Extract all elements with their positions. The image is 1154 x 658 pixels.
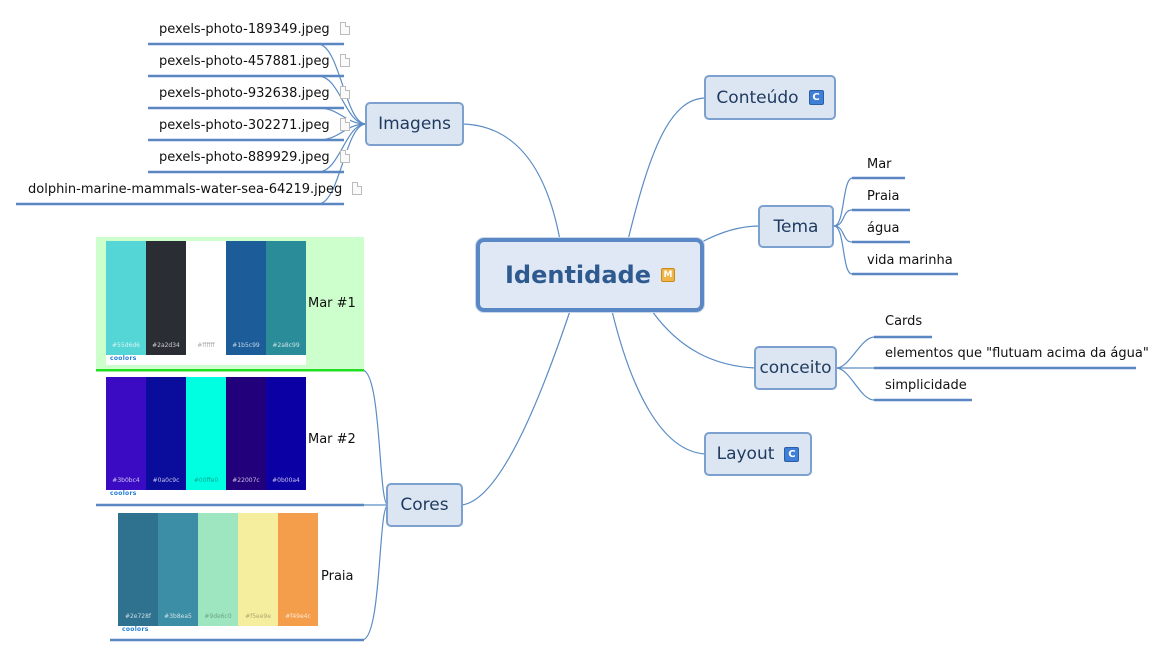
topic-cores-label: Cores <box>400 495 449 515</box>
palette-label: Mar #1 <box>308 296 356 311</box>
color-swatch: #9de6c0 <box>198 513 238 626</box>
color-swatch: #22007c <box>226 377 266 490</box>
tema-item-praia[interactable]: Praia <box>867 189 900 204</box>
file-name: pexels-photo-889929.jpeg <box>159 150 330 165</box>
central-topic-label: Identidade <box>504 261 651 289</box>
palette-label: Mar #2 <box>308 432 356 447</box>
topic-tema-label: Tema <box>773 216 819 237</box>
color-swatch: #2a2d34 <box>146 241 186 355</box>
color-swatch: #2a8c99 <box>266 241 306 355</box>
coolors-logo: coolors <box>110 490 137 497</box>
file-icon <box>339 150 350 163</box>
file-item[interactable]: dolphin-marine-mammals-water-sea-64219.j… <box>28 182 363 197</box>
tema-item-mar[interactable]: Mar <box>867 157 892 172</box>
link-layout <box>611 310 707 455</box>
conceito-item-cards[interactable]: Cards <box>885 314 923 329</box>
coolors-logo: coolors <box>122 626 149 633</box>
topic-conceito-label: conceito <box>759 358 832 378</box>
topic-conteudo-label: Conteúdo <box>716 87 799 108</box>
color-swatch: #55d6d6 <box>106 241 146 355</box>
file-name: pexels-photo-932638.jpeg <box>159 86 330 101</box>
file-name: pexels-photo-457881.jpeg <box>159 54 330 69</box>
link-cores <box>461 310 571 506</box>
color-swatch: #1b5c99 <box>226 241 266 355</box>
color-swatch: #0a0c9c <box>146 377 186 490</box>
topic-tema[interactable]: Tema <box>758 205 834 248</box>
marker-c-icon: C <box>784 446 800 462</box>
color-swatch: #ffffff <box>186 241 226 355</box>
palette-mar-1[interactable]: #55d6d6 #2a2d34 #ffffff #1b5c99 #2a8c99 … <box>96 237 364 369</box>
topic-imagens-label: Imagens <box>378 114 451 134</box>
file-icon <box>339 54 350 67</box>
topic-imagens[interactable]: Imagens <box>365 102 464 146</box>
conceito-item-elementos[interactable]: elementos que "flutuam acima da água" <box>885 346 1149 361</box>
palette-footer <box>118 626 318 636</box>
color-swatch: #f5ee9e <box>238 513 278 626</box>
link-imagens <box>461 123 561 241</box>
link-tema <box>699 225 761 244</box>
file-name: pexels-photo-189349.jpeg <box>159 22 330 37</box>
palette-footer <box>106 355 306 365</box>
palette-praia[interactable]: #2e728f #3b8ea5 #9de6c0 #f5ee9e #f49e4c … <box>110 509 364 639</box>
file-item[interactable]: pexels-photo-889929.jpeg <box>159 150 350 165</box>
topic-layout-label: Layout <box>716 444 775 464</box>
palette-mar-2[interactable]: #3b0bc4 #0a0c9c #00ffe0 #22007c #0b00a4 … <box>96 374 364 504</box>
file-name: dolphin-marine-mammals-water-sea-64219.j… <box>28 182 343 197</box>
marker-m-icon: M <box>661 268 675 282</box>
file-icon <box>339 22 350 35</box>
file-icon <box>339 86 350 99</box>
color-swatch: #2e728f <box>118 513 158 626</box>
tema-item-vida-marinha[interactable]: vida marinha <box>867 253 953 268</box>
topic-conteudo[interactable]: Conteúdo C <box>704 75 836 120</box>
color-swatch: #00ffe0 <box>186 377 226 490</box>
file-item[interactable]: pexels-photo-189349.jpeg <box>159 22 350 37</box>
marker-c-icon: C <box>808 90 824 105</box>
coolors-logo: coolors <box>110 355 137 362</box>
central-topic-identidade[interactable]: Identidade M <box>476 238 704 312</box>
palette-label: Praia <box>321 569 354 584</box>
topic-conceito[interactable]: conceito <box>754 346 837 390</box>
color-swatch: #0b00a4 <box>266 377 306 490</box>
palette-footer <box>106 490 306 500</box>
file-item[interactable]: pexels-photo-457881.jpeg <box>159 54 350 69</box>
color-swatch: #f49e4c <box>278 513 318 626</box>
file-item[interactable]: pexels-photo-932638.jpeg <box>159 86 350 101</box>
file-name: pexels-photo-302271.jpeg <box>159 118 330 133</box>
color-swatch: #3b8ea5 <box>158 513 198 626</box>
link-conceito <box>651 310 756 369</box>
tema-item-agua[interactable]: água <box>867 221 900 236</box>
topic-layout[interactable]: Layout C <box>704 432 812 476</box>
conceito-item-simplicidade[interactable]: simplicidade <box>885 378 967 393</box>
topic-cores[interactable]: Cores <box>386 483 463 527</box>
color-swatch: #3b0bc4 <box>106 377 146 490</box>
file-icon <box>352 182 363 195</box>
link-conteudo <box>627 97 707 241</box>
file-icon <box>339 118 350 131</box>
file-item[interactable]: pexels-photo-302271.jpeg <box>159 118 350 133</box>
